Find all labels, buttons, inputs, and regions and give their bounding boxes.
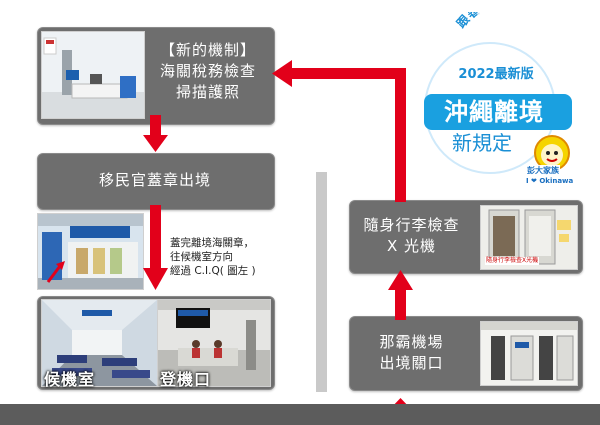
footer-url: https://okasos.pixnet.net/album <box>368 3 592 17</box>
waiting-lounge-photo <box>41 299 158 387</box>
column-divider <box>316 172 327 392</box>
ciq-note-line2: 往候機室方向 <box>170 251 233 263</box>
ciq-note-line3: 經過 C.I.Q( 圖左 ) <box>170 265 256 277</box>
ciq-corridor-photo <box>37 213 144 290</box>
step-immigration <box>37 153 275 210</box>
step-security-check-text: 隨身行李檢查 X 光機 <box>349 215 474 257</box>
step-departure-line1: 那霸機場 <box>379 333 444 351</box>
ciq-note-line1: 蓋完離境海關章， <box>170 237 254 249</box>
step-passport-scan-line1: 【新的機制】 <box>159 41 256 59</box>
badge-arc-text-svg: 跟著彭大去旅行 <box>454 12 547 31</box>
arrow-security-to-scan <box>272 60 406 202</box>
arrow-immigration-to-lounge <box>143 205 168 290</box>
step-passport-scan-line3: 掃描護照 <box>175 83 240 101</box>
xray-photo: 隨身行李檢查X光機 <box>480 205 578 270</box>
step-immigration-label: 移民官蓋章出境 <box>98 171 211 189</box>
step-departure-line2: 出境關口 <box>379 354 444 372</box>
arrow-departure-to-security <box>388 270 413 320</box>
step-security-line1: 隨身行李檢查 <box>363 216 460 234</box>
badge-title-band <box>424 94 572 130</box>
step-departure-text: 那霸機場 出境關口 <box>349 332 474 374</box>
ciq-note: 蓋完離境海關章， 往候機室方向 經過 C.I.Q( 圖左 ) <box>170 236 280 278</box>
mascot-icon <box>530 133 574 177</box>
badge-title: 沖繩離境 <box>444 98 544 126</box>
arrow-scan-to-immigration <box>143 115 168 152</box>
boarding-gate-photo <box>157 299 271 387</box>
customs-scanner-photo <box>41 31 145 119</box>
badge-year: 2022最新版 <box>458 67 534 82</box>
badge-subtitle: 新規定 <box>452 131 512 155</box>
boarding-gate-label: 登機口 <box>160 370 212 389</box>
badge-tagline: I ❤ Okinawa <box>526 177 574 185</box>
departure-gate-photo <box>480 321 578 386</box>
step-passport-scan-line2: 海關稅務檢查 <box>159 62 256 80</box>
footer-bar <box>0 404 600 425</box>
xray-caption: 隨身行李檢查X光機 <box>485 257 540 265</box>
step-passport-scan-text: 【新的機制】 海關稅務檢查 掃描護照 <box>143 40 273 103</box>
mascot-text: 彭大家族 <box>526 165 560 176</box>
shisa-mascot-icon <box>534 135 570 171</box>
waiting-lounge-label: 候機室 <box>44 370 96 389</box>
step-security-line2: X 光機 <box>386 237 437 255</box>
